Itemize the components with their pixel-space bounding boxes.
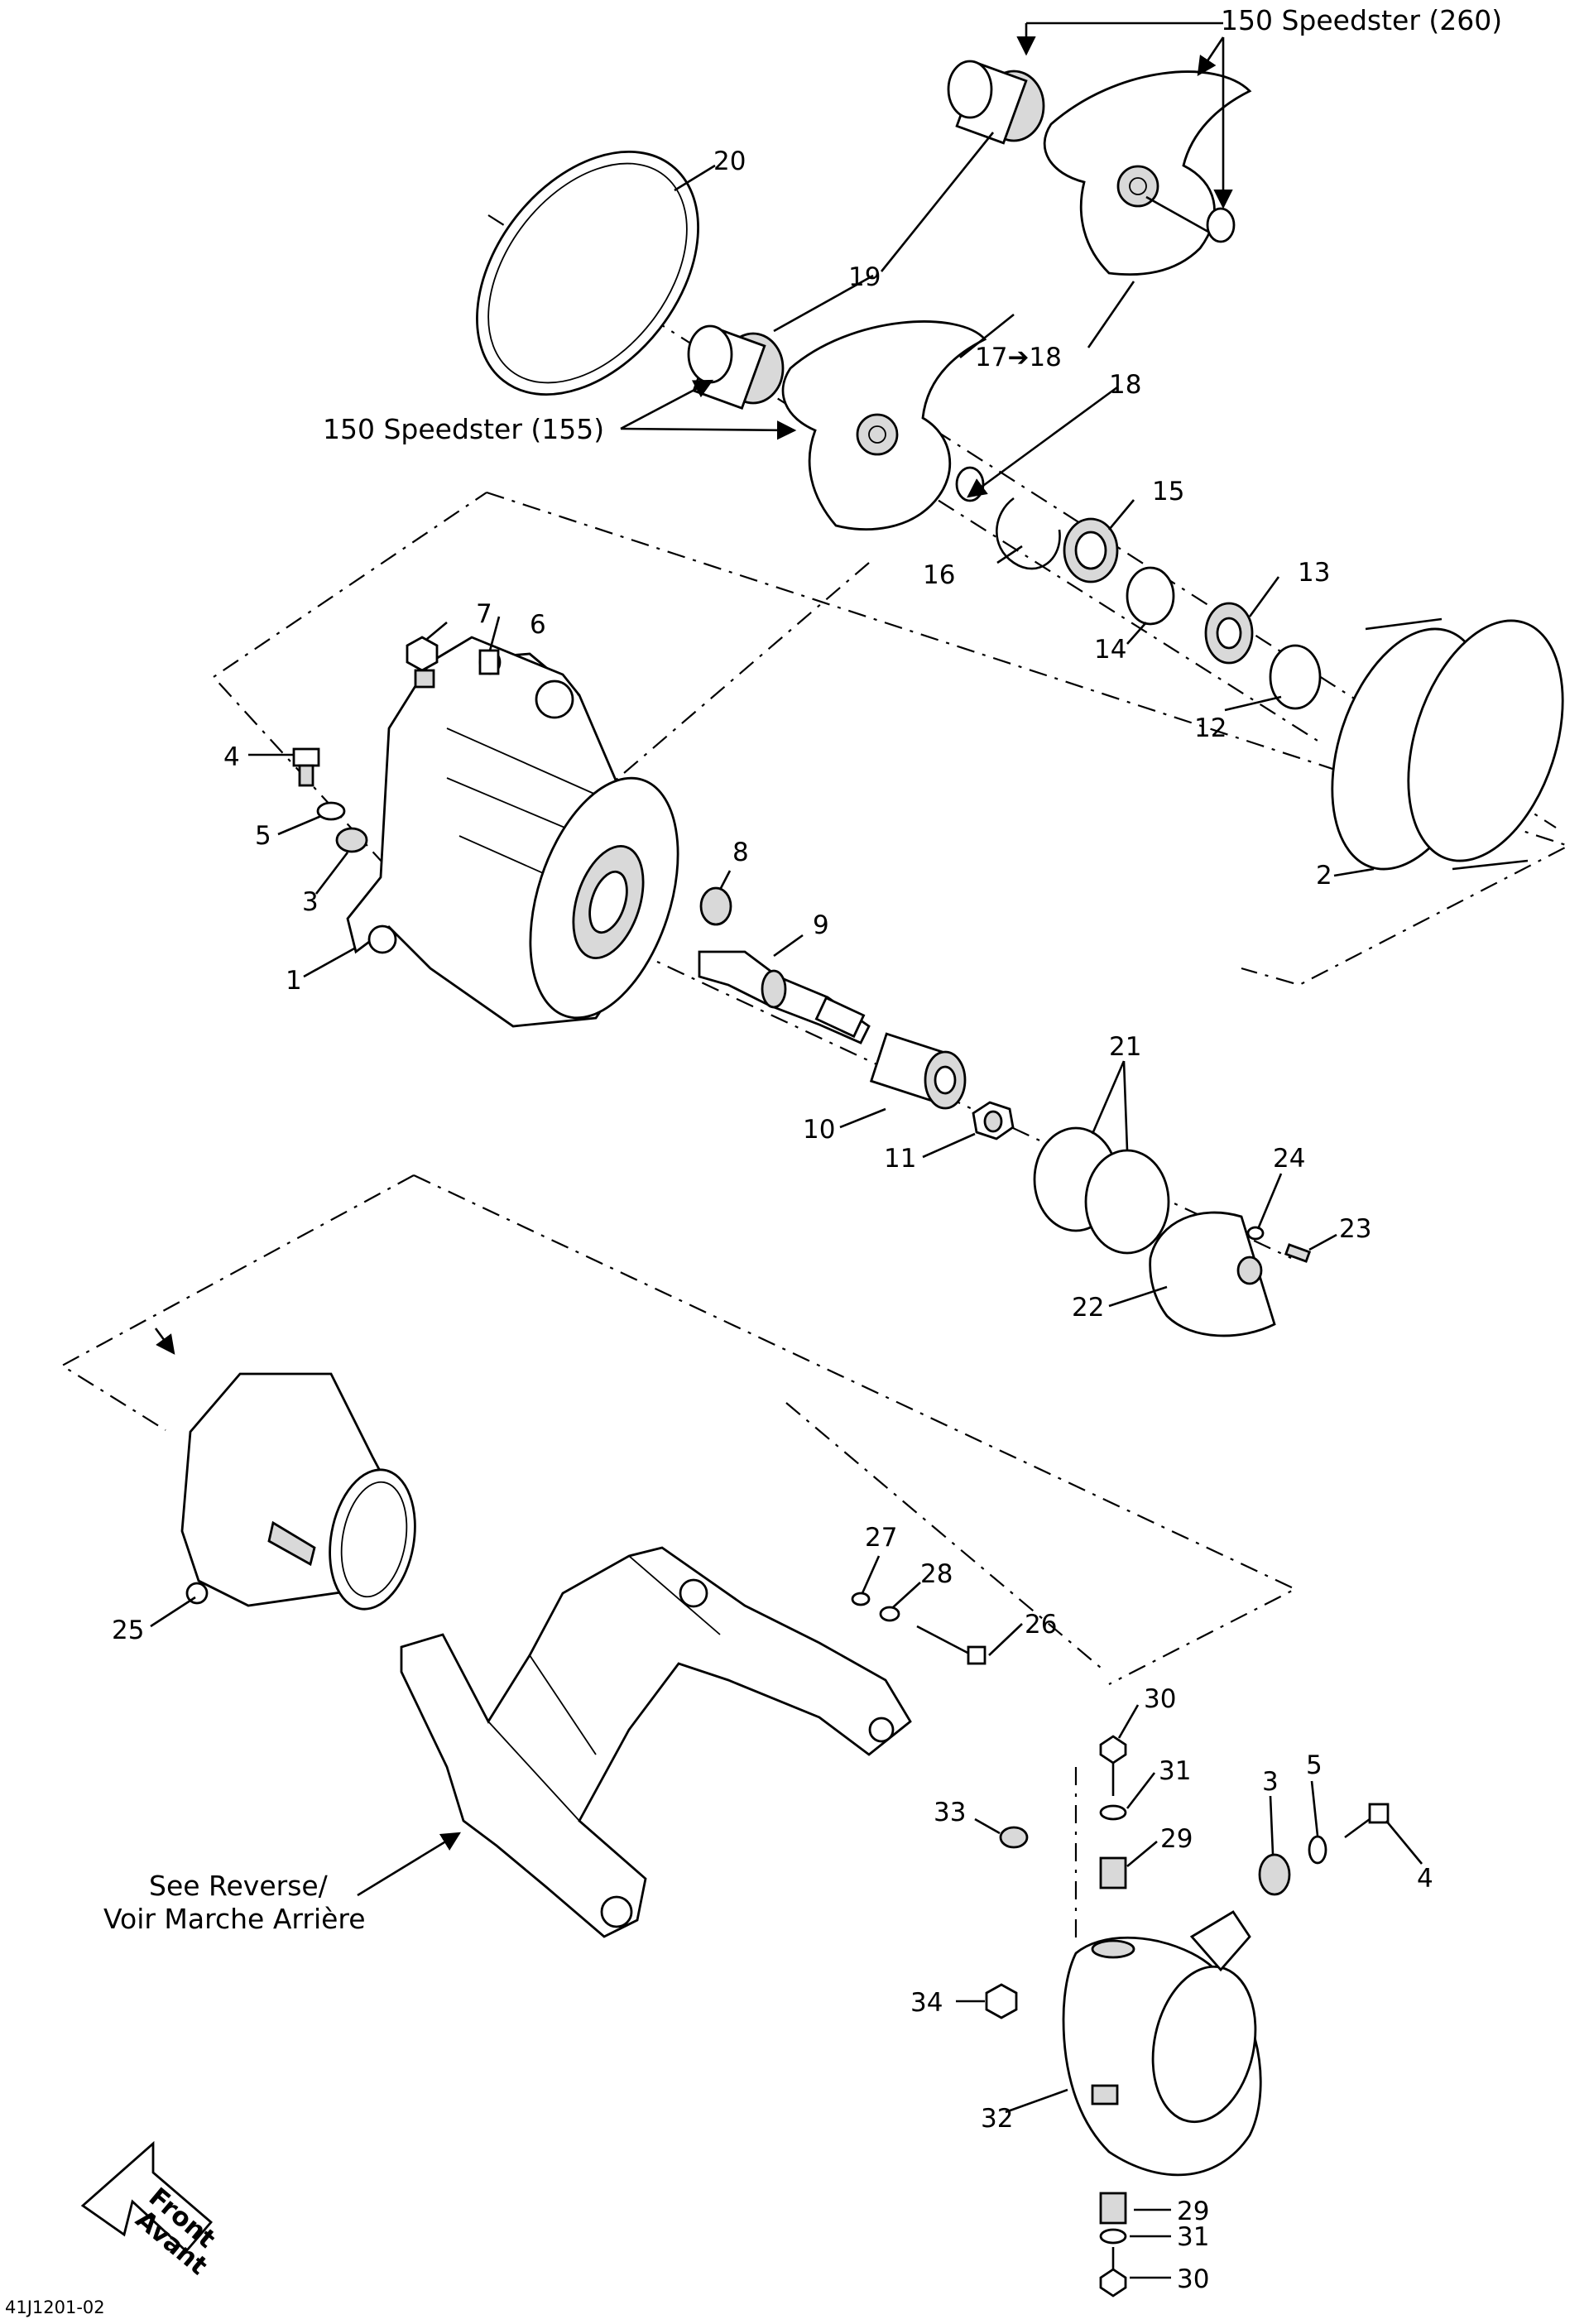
callout-23: 23 xyxy=(1339,1214,1371,1244)
callout-19: 19 xyxy=(848,262,881,292)
part-34-nut xyxy=(985,1983,1018,2019)
part-30-bolt-top xyxy=(1099,1735,1127,1796)
callout-5-right: 5 xyxy=(1306,1750,1323,1780)
part-29-bushing-bottom xyxy=(1099,2192,1127,2225)
part-24-washer xyxy=(1246,1226,1265,1241)
part-16-circlip xyxy=(996,497,1061,570)
part-13-seal xyxy=(1204,602,1254,665)
callout-8: 8 xyxy=(732,838,749,867)
callout-26: 26 xyxy=(1025,1610,1057,1640)
callout-10: 10 xyxy=(803,1115,835,1145)
part-6-bushing xyxy=(478,649,502,675)
part-29-bushing-top xyxy=(1099,1856,1127,1889)
part-2-wear-ring-large xyxy=(1331,617,1564,871)
callout-18: 18 xyxy=(1109,370,1141,400)
part-19-sleeve-upper xyxy=(947,60,1045,145)
callout-9: 9 xyxy=(813,910,829,940)
part-14-o-ring xyxy=(1126,566,1175,626)
part-26-bolt xyxy=(916,1625,987,1665)
callout-34: 34 xyxy=(910,1988,943,2018)
callout-24: 24 xyxy=(1273,1144,1305,1174)
callout-16: 16 xyxy=(923,560,955,590)
callout-30-top: 30 xyxy=(1144,1684,1176,1714)
callout-28: 28 xyxy=(920,1559,953,1589)
part-19-sleeve-lower xyxy=(687,324,785,410)
part-10-bearing xyxy=(869,1032,967,1110)
callout-17-18: 17➔18 xyxy=(975,343,1062,372)
callout-21: 21 xyxy=(1109,1032,1141,1062)
part-5-washer-left xyxy=(316,801,346,821)
part-8-bushing xyxy=(699,886,732,926)
impeller-260 xyxy=(1043,70,1252,276)
leader-lines xyxy=(150,22,1423,2279)
callout-27: 27 xyxy=(865,1523,897,1553)
part-5-washer-right xyxy=(1308,1835,1327,1865)
callout-7: 7 xyxy=(476,599,492,629)
part-31-washer-top xyxy=(1099,1804,1127,1821)
callout-5-left: 5 xyxy=(255,821,271,851)
callout-14: 14 xyxy=(1094,635,1126,665)
part-25-venturi xyxy=(180,1372,416,1611)
part-4-bolt-left xyxy=(292,747,320,787)
callout-29-top: 29 xyxy=(1160,1824,1193,1854)
part-33-bushing xyxy=(999,1826,1029,1849)
see-reverse-note-line2: Voir Marche Arrière xyxy=(103,1903,366,1935)
part-11-nut xyxy=(972,1101,1015,1140)
notes: 150 Speedster (260) 150 Speedster (155) … xyxy=(5,4,1502,2317)
speedster-260-note: 150 Speedster (260) xyxy=(1221,4,1502,36)
part-4-bolt-right xyxy=(1344,1803,1390,1839)
callout-20: 20 xyxy=(713,146,746,176)
callouts: 20 19 17➔18 18 15 16 13 14 12 7 6 4 5 3 … xyxy=(112,146,1433,2294)
part-23-screw xyxy=(1284,1243,1312,1263)
part-20-wear-ring xyxy=(476,150,699,396)
part-27-washer xyxy=(851,1592,871,1606)
callout-29-bottom: 29 xyxy=(1177,2197,1209,2226)
callout-2: 2 xyxy=(1316,861,1332,891)
part-30-bolt-bottom xyxy=(1099,2247,1127,2298)
callout-1: 1 xyxy=(286,966,302,996)
callout-4-left: 4 xyxy=(223,742,240,772)
reference-code: 41J1201-02 xyxy=(5,2298,105,2317)
nozzle-assembly xyxy=(1062,1910,1262,2177)
part-31-washer-bottom xyxy=(1099,2228,1127,2245)
impeller-155 xyxy=(781,320,987,531)
part-15-washer xyxy=(1063,517,1119,583)
callout-33: 33 xyxy=(934,1798,966,1827)
callout-22: 22 xyxy=(1072,1293,1104,1323)
callout-32: 32 xyxy=(981,2104,1013,2134)
callout-30-bottom: 30 xyxy=(1177,2264,1209,2294)
callout-31-top: 31 xyxy=(1159,1756,1191,1786)
part-21-o-rings xyxy=(1033,1126,1170,1255)
callout-6: 6 xyxy=(530,610,546,640)
callout-11: 11 xyxy=(884,1144,916,1174)
callout-12: 12 xyxy=(1194,713,1227,743)
callout-3-left: 3 xyxy=(302,887,319,917)
callout-25: 25 xyxy=(112,1616,144,1645)
part-7-plug xyxy=(406,636,439,689)
speedster-155-note: 150 Speedster (155) xyxy=(323,413,604,445)
reverse-bracket xyxy=(400,1546,912,1938)
callout-3-right: 3 xyxy=(1262,1767,1279,1797)
part-3-grommet-left xyxy=(335,827,368,853)
part-12-o-ring xyxy=(1269,644,1322,710)
part-28-washer xyxy=(879,1606,900,1622)
part-22-cone xyxy=(1149,1211,1276,1337)
callout-15: 15 xyxy=(1152,477,1184,507)
callout-13: 13 xyxy=(1298,558,1330,588)
part-9-drive-shaft xyxy=(698,950,871,1044)
part-1-pump-housing xyxy=(346,636,679,1028)
front-direction-arrow: Front Avant xyxy=(80,2140,221,2281)
see-reverse-note-line1: See Reverse/ xyxy=(149,1870,329,1902)
callout-31-bottom: 31 xyxy=(1177,2222,1209,2252)
part-3-grommet-right xyxy=(1258,1853,1291,1896)
callout-4-right: 4 xyxy=(1417,1864,1433,1894)
